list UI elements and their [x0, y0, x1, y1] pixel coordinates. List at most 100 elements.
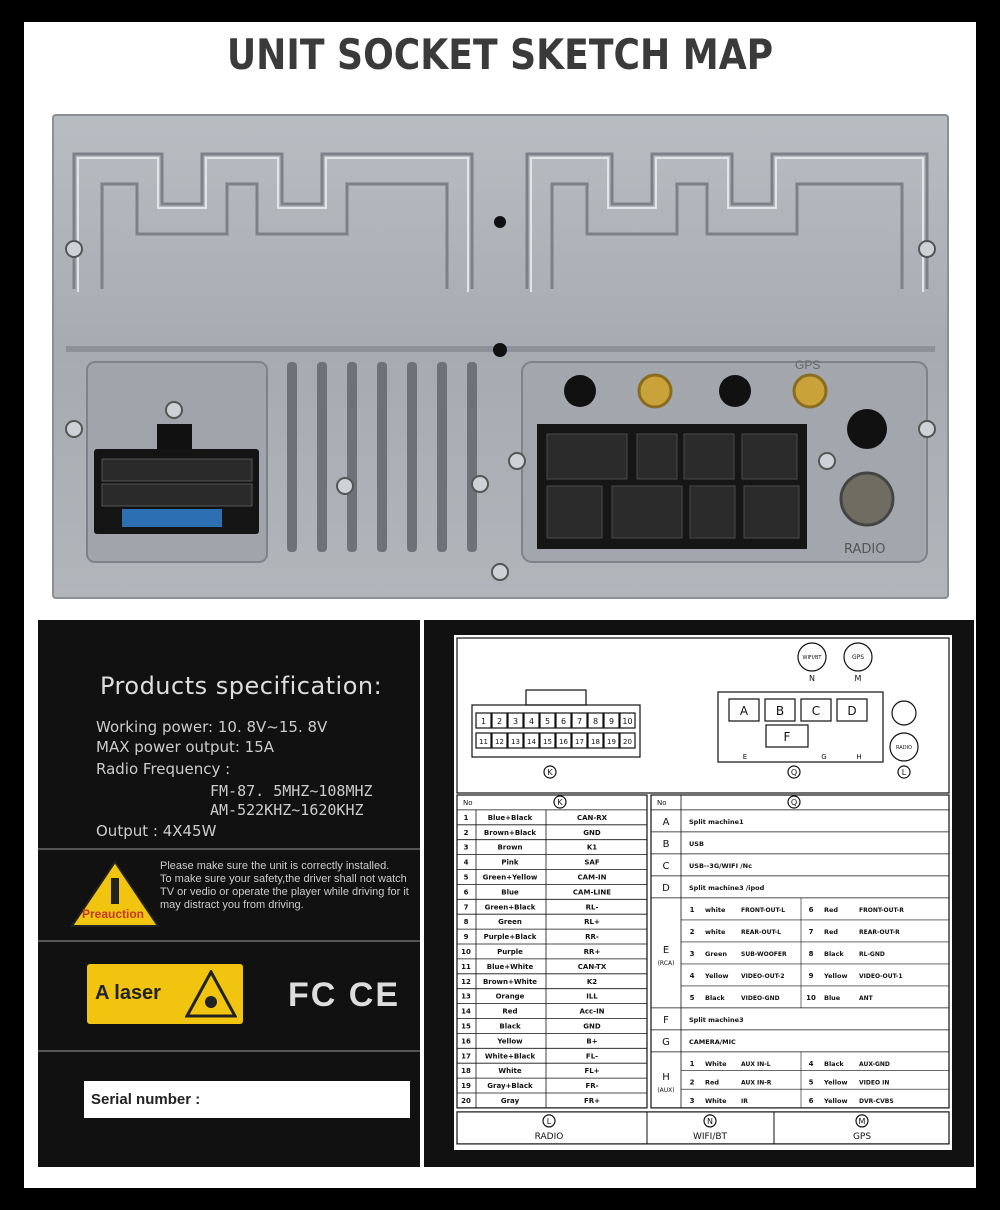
- h-label: H: [662, 1072, 670, 1083]
- warning-icon: [70, 860, 160, 927]
- k-row-number: 7: [464, 903, 469, 911]
- k-row-number: 3: [464, 844, 469, 852]
- fc-ce-logo: FC CE: [288, 976, 400, 1014]
- h-function: IR: [741, 1098, 748, 1105]
- q-row-letter: C: [663, 861, 670, 872]
- pin-cell: [603, 732, 620, 749]
- h-pin: 5: [809, 1079, 814, 1087]
- output: Output : 4X45W: [96, 822, 217, 840]
- e-function: SUB-WOOFER: [741, 951, 787, 958]
- wifi-circle-label: WIFI/BT: [803, 655, 823, 661]
- e-color: Black: [705, 994, 725, 1002]
- divider: [38, 1050, 420, 1052]
- footer-wifi: WIFI/BT: [693, 1132, 728, 1142]
- e-pin: 4: [690, 972, 695, 980]
- pin-number: 4: [529, 717, 534, 726]
- pin-number: 14: [527, 738, 536, 746]
- k-row-number: 17: [461, 1052, 471, 1060]
- pin-cell: [475, 732, 492, 749]
- preaution-label: Preauction: [82, 907, 145, 921]
- footer-l: L: [547, 1117, 552, 1126]
- pin-number: 7: [577, 717, 582, 726]
- e-color: Red: [824, 906, 838, 914]
- k-row-function: FR-: [585, 1082, 598, 1090]
- k-row-function: FL+: [584, 1067, 599, 1075]
- label-q: Q: [791, 768, 797, 777]
- k-row-function: RL+: [584, 918, 600, 926]
- pin-cell: [619, 732, 636, 749]
- connector-k-tab: [525, 689, 587, 706]
- label-l-circle: [897, 765, 911, 779]
- warning-text: Please make sure the unit is correctly i…: [160, 860, 409, 911]
- h-function: AUX-GND: [859, 1061, 890, 1068]
- e-pin: 7: [809, 928, 814, 936]
- k-row-color: Red: [502, 1008, 517, 1016]
- divider: [38, 940, 420, 942]
- k-row-color: Brown+White: [483, 978, 537, 986]
- wifi-circle: [797, 642, 827, 672]
- k-row-function: SAF: [584, 859, 599, 867]
- k-row-color: Purple+Black: [484, 933, 537, 941]
- e-color: Yellow: [704, 972, 728, 980]
- pin-number: 9: [609, 717, 614, 726]
- pin-cell: [523, 712, 540, 729]
- pin-number: 17: [575, 738, 584, 746]
- plug-letter-box: [764, 698, 796, 722]
- k-row-number: 6: [464, 888, 469, 896]
- footer-gps: GPS: [853, 1132, 871, 1142]
- k-table-frame: [456, 794, 648, 1109]
- am-range: AM-522KHZ~1620KHZ: [210, 801, 364, 819]
- plug-g: G: [821, 753, 826, 761]
- label-k-circle: [543, 765, 557, 779]
- back-panel-illustration: [65, 152, 936, 581]
- k-row-color: Brown: [497, 844, 522, 852]
- max-power: MAX power output: 15A: [96, 738, 275, 756]
- pin-number: 11: [479, 738, 488, 746]
- k-row-number: 11: [461, 963, 471, 971]
- pin-number: 10: [622, 717, 632, 726]
- e-color: Black: [824, 950, 844, 958]
- h-color: Black: [824, 1060, 844, 1068]
- h-color: White: [705, 1060, 727, 1068]
- k-row-number: 5: [464, 874, 469, 882]
- plug-letter: C: [812, 704, 820, 718]
- radio-panel-label: RADIO: [844, 542, 886, 557]
- h-pin: 2: [690, 1079, 695, 1087]
- q-row-text: USB: [689, 840, 704, 848]
- plug-letter: A: [740, 704, 749, 718]
- e-pin: 2: [690, 928, 695, 936]
- diagram-top-frame: [456, 637, 950, 794]
- k-row-number: 14: [461, 1008, 471, 1016]
- pin-number: 18: [591, 738, 600, 746]
- pin-cell: [507, 712, 524, 729]
- q-row-letter: B: [663, 839, 670, 850]
- pin-cell: [491, 712, 508, 729]
- q-header-label: Q: [791, 798, 797, 807]
- k-header-circle: [553, 795, 567, 809]
- pin-number: 8: [593, 717, 598, 726]
- connector-q-outline: [717, 691, 884, 763]
- pin-cell: [555, 732, 572, 749]
- q-row-text: Split machine3 /ipod: [689, 884, 765, 892]
- e-function: RL-GND: [859, 951, 885, 958]
- e-color: Yellow: [823, 972, 847, 980]
- label-k: K: [547, 768, 553, 777]
- q-row-letter: G: [662, 1037, 670, 1048]
- e-function: VIDEO-OUT-2: [741, 973, 785, 980]
- e-color: Blue: [824, 994, 841, 1002]
- pin-cell: [475, 712, 492, 729]
- pin-cell: [619, 712, 636, 729]
- plug-h: H: [856, 753, 861, 761]
- pin-number: 6: [561, 717, 566, 726]
- h-function: VIDEO IN: [859, 1080, 889, 1087]
- radio-circle: [889, 732, 919, 762]
- plug-letter-box: [800, 698, 832, 722]
- pin-cell: [571, 712, 588, 729]
- e-color: Red: [824, 928, 838, 936]
- e-pin: 6: [809, 906, 814, 914]
- k-row-function: B+: [586, 1037, 597, 1045]
- gps-circle-label: GPS: [852, 654, 864, 661]
- label-l: L: [902, 768, 907, 777]
